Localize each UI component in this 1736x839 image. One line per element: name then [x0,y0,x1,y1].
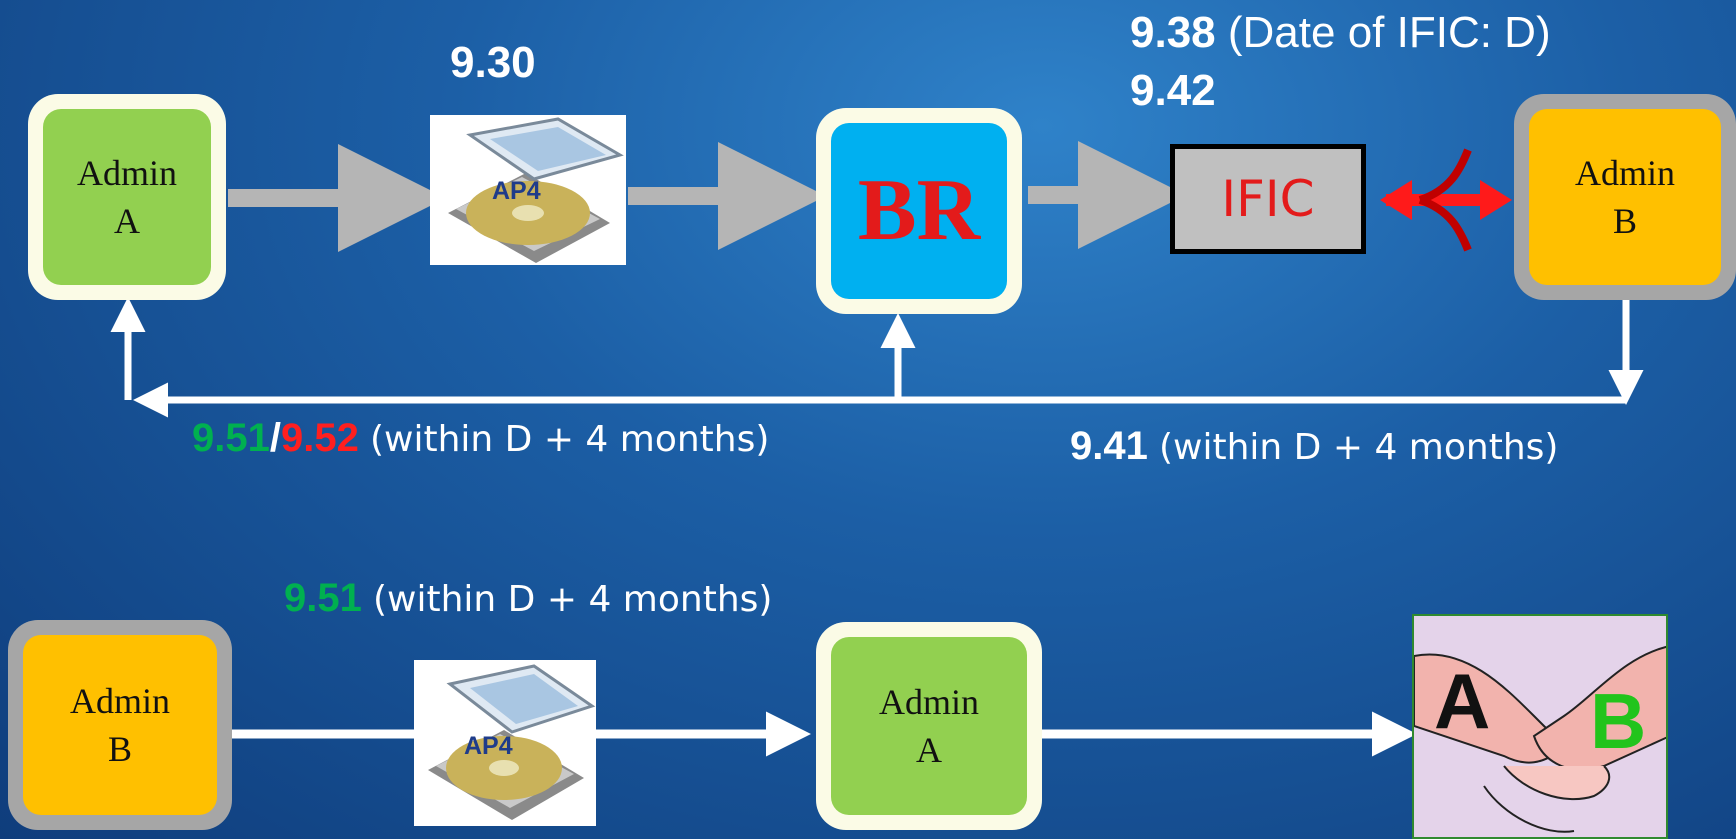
admin-b-note: (within D + 4 months) [1158,427,1559,468]
admin-b-node: Admin B [1514,94,1736,300]
ific-label: IFIC [1221,170,1315,228]
cd-case-icon [448,117,624,263]
return-step-red: 9.52 [280,416,359,460]
bottom-step: 9.51 [284,576,362,620]
bottom-admin-a-node: Admin A [816,622,1042,830]
handshake-icon [1414,646,1666,833]
handshake-right-letter: B [1590,677,1647,765]
return-step-green: 9.51 [192,416,270,460]
ific-step-1: 9.38 (Date of IFIC: D) [1130,8,1551,58]
admin-a-line1: Admin [76,153,177,193]
bottom-cd-label: AP4 [464,732,513,760]
bottom-admin-a-line2: A [916,730,942,770]
ific-admin-b-double-arrow [1380,148,1512,252]
br-node: BR [816,108,1022,314]
return-note: (within D + 4 months) [369,419,770,460]
admin-a-node: Admin A [28,94,226,300]
bottom-admin-b-line2: B [107,729,132,769]
bottom-admin-a-line1: Admin [878,682,979,722]
admin-b-line2: B [1612,201,1637,241]
ific-node: IFIC [1170,144,1366,254]
bottom-cd-case-icon [428,664,596,820]
bottom-step-note: (within D + 4 months) [372,579,773,620]
return-step-sep: / [269,416,281,460]
bottom-admin-b-line1: Admin [69,681,170,721]
return-step-label: 9.51/9.52 (within D + 4 months) [192,416,769,461]
bottom-cd-case-image: AP4 [414,660,596,826]
ific-step-1-number: 9.38 [1130,8,1216,57]
admin-b-line1: Admin [1574,153,1675,193]
admin-a-line2: A [114,201,140,241]
handshake-left-letter: A [1434,657,1491,745]
admin-b-step-label: 9.41 (within D + 4 months) [1070,424,1558,469]
bottom-step-label: 9.51 (within D + 4 months) [284,576,772,621]
ific-step-2: 9.42 [1130,66,1216,115]
cd-step-label: 9.30 [450,38,536,87]
ific-step-1-note: (Date of IFIC: D) [1227,8,1551,57]
bottom-admin-b-node: Admin B [8,620,232,830]
br-label: BR [857,162,981,259]
cd-case-image: AP4 [430,115,626,265]
handshake-image: A B [1412,614,1668,839]
cd-label: AP4 [492,177,541,205]
admin-b-step: 9.41 [1070,424,1148,468]
